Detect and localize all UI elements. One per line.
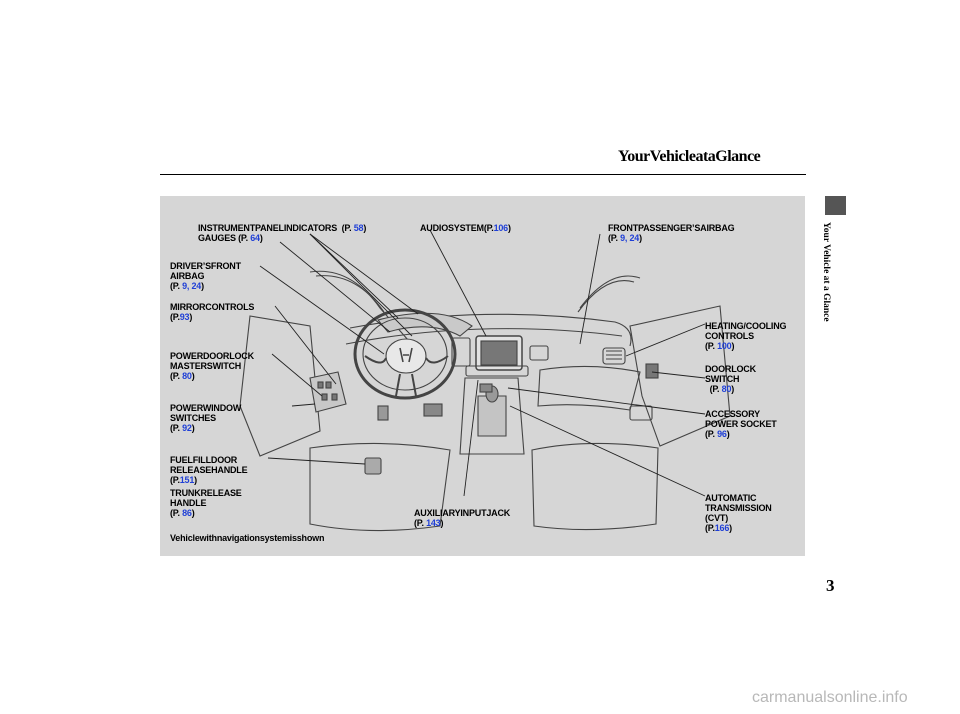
callout-audio-label: AUDIOSYSTEM <box>420 223 484 233</box>
callout-power-window-ref[interactable]: 92 <box>182 423 192 433</box>
section-tab-text: Your Vehicle at a Glance <box>821 222 831 322</box>
callout-aux-open: (P. <box>414 518 424 528</box>
callout-trunk-release: TRUNKRELEASE HANDLE (P. 86) <box>170 488 242 518</box>
callout-power-door-lock-close: ) <box>191 371 195 381</box>
callout-passenger-airbag-ref[interactable]: 9, 24 <box>620 233 640 243</box>
callout-passenger-airbag: FRONTPASSENGER’SAIRBAG (P. 9, 24) <box>608 223 735 243</box>
callout-power-window-line1: POWERWINDOW <box>170 403 242 413</box>
callout-mirror-ref[interactable]: 93 <box>179 312 190 322</box>
callout-accessory-close: ) <box>726 429 730 439</box>
callout-fuel-ref[interactable]: 151 <box>179 475 195 485</box>
callout-trunk-open: (P. <box>170 508 180 518</box>
callout-transmission-open: (P. <box>705 523 715 533</box>
section-tab-marker <box>825 196 846 215</box>
callout-door-lock-line2: SWITCH <box>705 374 740 384</box>
callout-power-door-lock-ref[interactable]: 80 <box>182 371 192 381</box>
callout-driver-airbag: DRIVER’SFRONT AIRBAG (P. 9, 24) <box>170 261 241 291</box>
callout-aux-ref[interactable]: 143 <box>426 518 441 528</box>
callout-power-window-line2: SWITCHES <box>170 413 216 423</box>
page-title: YourVehicleataGlance <box>618 148 761 165</box>
callout-power-window-close: ) <box>191 423 195 433</box>
callout-instrument-indicators-label: INSTRUMENTPANELINDICATORS <box>198 223 338 233</box>
callout-passenger-airbag-close: ) <box>639 233 642 243</box>
callout-accessory-open: (P. <box>705 429 715 439</box>
callout-fuel-line1: FUELFILLDOOR <box>170 455 238 465</box>
callout-heating-cooling: HEATING/COOLING CONTROLS (P. 100) <box>705 321 787 351</box>
callout-power-door-lock-line1: POWERDOORLOCK <box>170 351 254 361</box>
callout-gauges-ref[interactable]: 64 <box>250 233 260 243</box>
callout-aux-input: AUXILIARYINPUTJACK (P. 143) <box>414 508 510 528</box>
callout-power-door-lock: POWERDOORLOCK MASTERSWITCH (P. 80) <box>170 351 254 381</box>
callout-trunk-line2: HANDLE <box>170 498 207 508</box>
callout-trunk-ref[interactable]: 86 <box>182 508 192 518</box>
callout-gauges-label: GAUGES <box>198 233 236 243</box>
callout-accessory-line2: POWER SOCKET <box>705 419 777 429</box>
callout-fuel-line2: RELEASEHANDLE <box>170 465 248 475</box>
callout-power-door-lock-open: (P. <box>170 371 180 381</box>
callout-trunk-close: ) <box>191 508 195 518</box>
callout-mirror-close: ) <box>189 312 193 322</box>
callout-mirror-open: (P. <box>170 312 180 322</box>
vehicle-illustration-panel: INSTRUMENTPANELINDICATORS (P. 58) GAUGES… <box>160 196 805 556</box>
callout-gauges-close: ) <box>259 233 263 243</box>
callout-instrument-indicators-ref[interactable]: 58 <box>353 223 364 233</box>
callout-audio-ref[interactable]: 106 <box>493 223 509 233</box>
callout-heating-line2: CONTROLS <box>705 331 754 341</box>
callout-gauges-open: (P. <box>238 233 248 243</box>
watermark: carmanualsonline.info <box>752 689 908 706</box>
callout-transmission-line2: TRANSMISSION <box>705 503 772 513</box>
callout-door-lock-open: (P. <box>709 384 720 394</box>
title-rule <box>160 174 806 175</box>
page-number: 3 <box>826 576 835 595</box>
callout-power-window: POWERWINDOW SWITCHES (P. 92) <box>170 403 241 433</box>
callout-door-lock-close: ) <box>731 384 735 394</box>
callout-fuel-fill-door: FUELFILLDOOR RELEASEHANDLE (P.151) <box>170 455 248 485</box>
callout-driver-airbag-close: ) <box>201 281 204 291</box>
callout-accessory-ref[interactable]: 96 <box>717 429 727 439</box>
callout-heating-line1: HEATING/COOLING <box>705 321 787 331</box>
callout-instrument-indicators: INSTRUMENTPANELINDICATORS (P. 58) GAUGES… <box>198 223 366 243</box>
callout-driver-airbag-ref[interactable]: 9, 24 <box>182 281 202 291</box>
callout-fuel-open: (P. <box>170 475 180 485</box>
dashboard-illustration <box>239 229 731 532</box>
callout-trunk-line1: TRUNKRELEASE <box>170 488 242 498</box>
callout-instrument-indicators-close: ) <box>363 223 367 233</box>
callout-transmission-line3: (CVT) <box>705 513 728 523</box>
callout-accessory-socket: ACCESSORY POWER SOCKET (P. 96) <box>705 409 777 439</box>
callout-door-lock-line1: DOORLOCK <box>705 364 756 374</box>
callout-aux-close: ) <box>440 518 444 528</box>
callout-transmission-line1: AUTOMATIC <box>705 493 757 503</box>
callout-power-window-open: (P. <box>170 423 180 433</box>
callout-transmission-close: ) <box>729 523 732 533</box>
section-tab-label: Your Vehicle at a Glance <box>813 222 835 422</box>
callout-accessory-line1: ACCESSORY <box>705 409 760 419</box>
figure-caption: Vehiclewithnavigationsystemisshown <box>170 533 325 543</box>
callout-audio-open: (P. <box>483 223 494 233</box>
callout-fuel-close: ) <box>194 475 197 485</box>
callout-passenger-airbag-label: FRONTPASSENGER’SAIRBAG <box>608 223 735 233</box>
callout-transmission-ref[interactable]: 166 <box>714 523 730 533</box>
callout-audio-system: AUDIOSYSTEM(P.106) <box>420 223 511 233</box>
callout-heating-close: ) <box>731 341 735 351</box>
callout-aux-label: AUXILIARYINPUTJACK <box>414 508 511 518</box>
callout-mirror-controls: MIRRORCONTROLS (P.93) <box>170 302 254 322</box>
callout-power-door-lock-line2: MASTERSWITCH <box>170 361 242 371</box>
callout-instrument-indicators-open: (P. <box>341 223 352 233</box>
callout-mirror-label: MIRRORCONTROLS <box>170 302 255 312</box>
callout-passenger-airbag-open: (P. <box>608 233 618 243</box>
callout-audio-close: ) <box>507 223 511 233</box>
callout-driver-airbag-open: (P. <box>170 281 180 291</box>
callout-driver-airbag-line2: AIRBAG <box>170 271 205 281</box>
callout-transmission: AUTOMATIC TRANSMISSION (CVT) (P.166) <box>705 493 772 533</box>
callout-heating-open: (P. <box>705 341 715 351</box>
callout-door-lock-ref[interactable]: 80 <box>721 384 732 394</box>
callout-heating-ref[interactable]: 100 <box>717 341 732 351</box>
callout-door-lock-switch: DOORLOCK SWITCH (P. 80) <box>705 364 756 394</box>
callout-driver-airbag-line1: DRIVER’SFRONT <box>170 261 241 271</box>
